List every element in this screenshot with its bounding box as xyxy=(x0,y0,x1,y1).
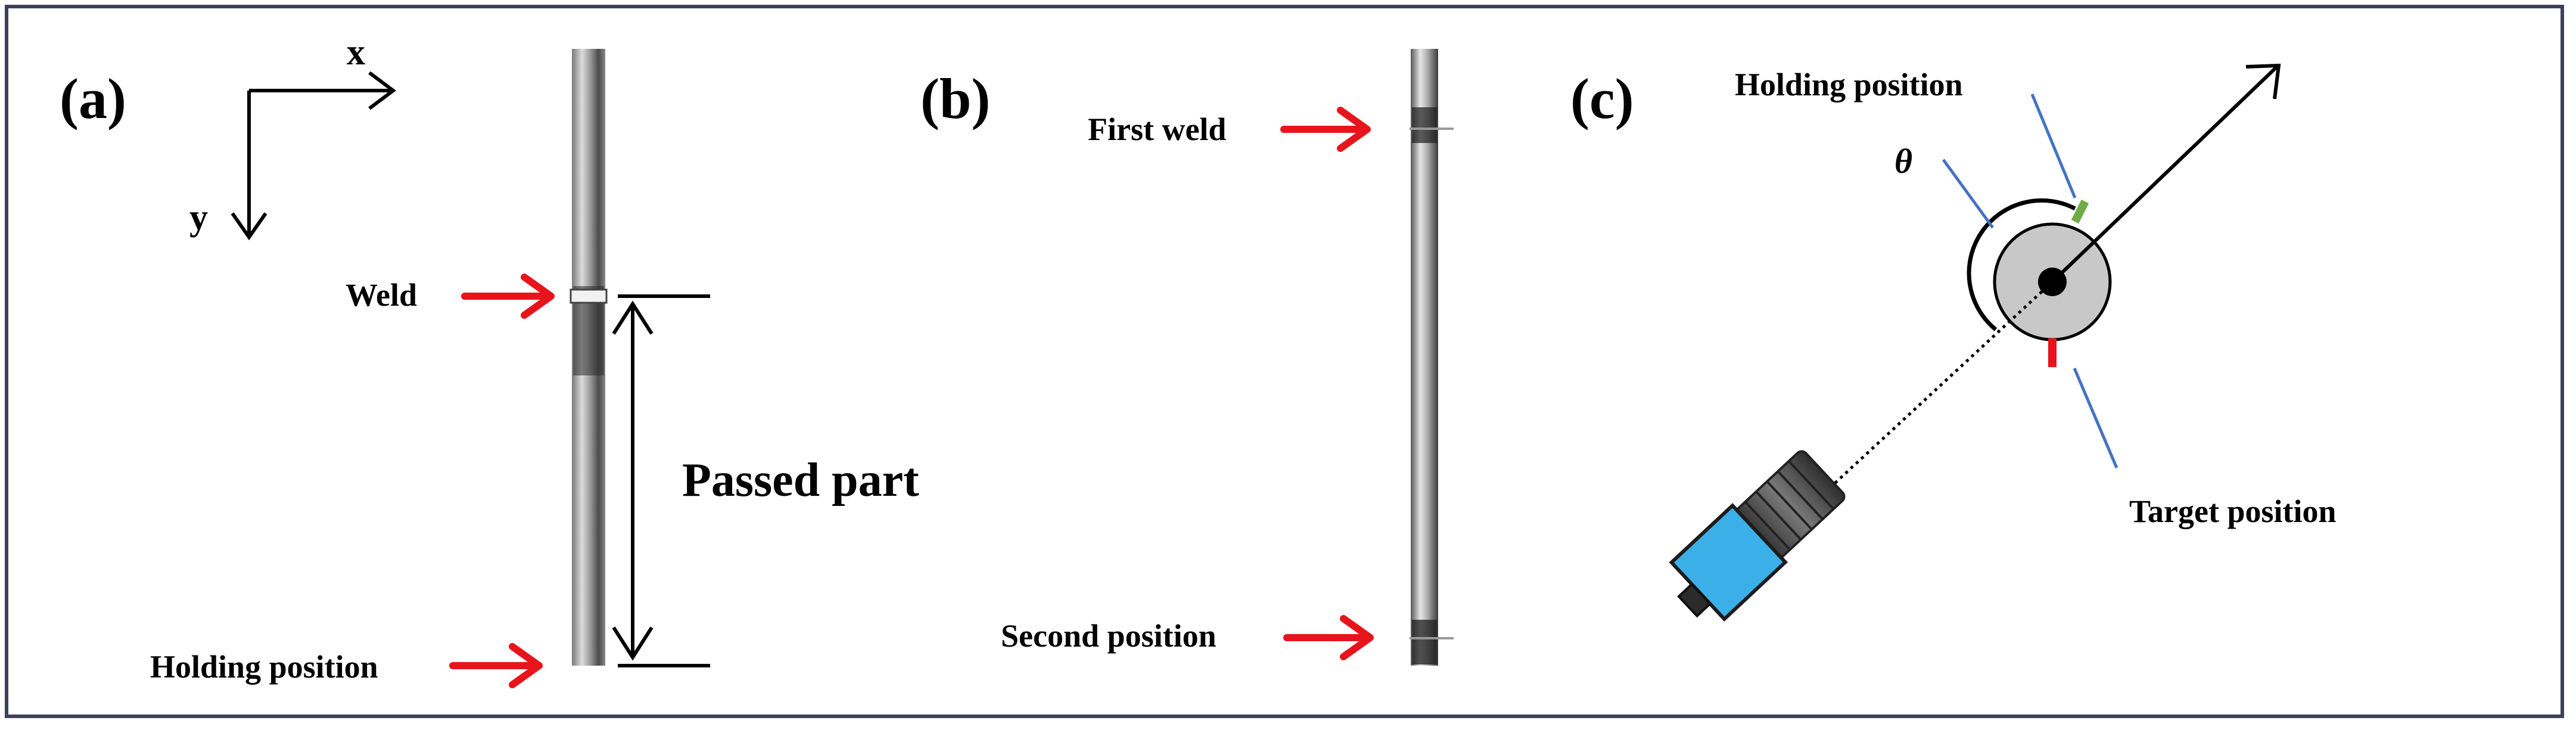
dimension-arrowhead-bottom xyxy=(612,626,654,661)
rotation-direction-arrow xyxy=(2051,63,2281,284)
figure-border xyxy=(5,5,2564,718)
red-arrow-icon xyxy=(461,274,555,319)
holding-leader-line xyxy=(2030,94,2077,198)
dimension-arrowhead-top xyxy=(612,300,654,335)
holding-position-label-c: Holding position xyxy=(1735,67,1963,102)
passed-part-label: Passed part xyxy=(682,454,919,507)
target-leader-line xyxy=(2073,368,2118,468)
red-arrow-icon xyxy=(1283,615,1374,660)
camera-icon xyxy=(1669,450,1846,622)
panel-c: (c) Holding position θ Target position xyxy=(1570,63,2337,622)
leader-lines xyxy=(1942,94,2118,468)
weld-label: Weld xyxy=(346,277,417,313)
panel-a-label: (a) xyxy=(60,67,126,131)
red-arrow-icon xyxy=(449,643,543,688)
panel-b: (b) First weld Second position xyxy=(920,49,1454,666)
passed-part-dimension xyxy=(612,294,710,667)
x-axis-arrowhead xyxy=(368,71,396,110)
theta-leader-line xyxy=(1942,159,1995,229)
rod-dark-segment-bottom xyxy=(1412,620,1437,664)
theta-arc xyxy=(1967,198,2076,331)
theta-label: θ xyxy=(1894,142,1912,181)
weld-marker-a xyxy=(570,288,608,304)
coordinate-axes xyxy=(231,71,396,241)
red-arrow-icon xyxy=(1280,107,1371,152)
holding-position-label-a: Holding position xyxy=(150,649,378,685)
panel-c-label: (c) xyxy=(1570,67,1634,131)
first-weld-label: First weld xyxy=(1088,111,1226,147)
camera-connector xyxy=(1677,582,1712,618)
camera-line-of-sight xyxy=(1828,281,2054,490)
panel-b-label: (b) xyxy=(920,67,990,131)
panel-a: (a) x y Weld Holding position xyxy=(60,32,919,688)
axis-y-label: y xyxy=(189,197,208,238)
y-axis-arrowhead xyxy=(231,212,267,241)
target-position-label: Target position xyxy=(2129,493,2337,529)
second-position-label: Second position xyxy=(1001,618,1217,654)
axis-x-label: x xyxy=(347,32,365,73)
holding-position-mark xyxy=(2071,199,2089,224)
rod-dark-segment-top xyxy=(1412,107,1437,143)
rod-image-b xyxy=(1411,49,1438,666)
